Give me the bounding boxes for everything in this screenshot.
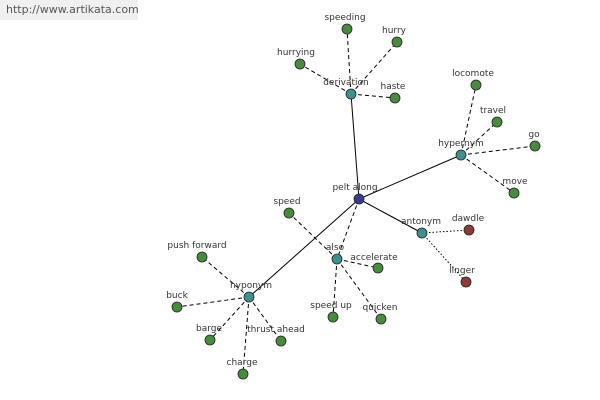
edge-also-speed-up: [332, 258, 338, 318]
edge-hypernym_top-locomote: [460, 84, 477, 156]
relation-node-also[interactable]: [331, 253, 343, 265]
edge-hypernym_top-move: [460, 154, 515, 194]
relation-label-derivation: derivation: [323, 78, 369, 88]
word-node-hurrying[interactable]: [294, 58, 306, 70]
word-label-speeding: speeding: [324, 13, 365, 23]
word-node-thrust-ahead[interactable]: [275, 335, 287, 347]
edges-layer: [176, 28, 536, 375]
word-node-move[interactable]: [508, 187, 520, 199]
word-label-push-forward: push forward: [167, 241, 226, 251]
word-label-barge: barge: [196, 324, 222, 334]
watermark-url: http://www.artikata.com: [0, 0, 139, 20]
word-node-haste[interactable]: [389, 92, 401, 104]
word-node-linger[interactable]: [460, 276, 472, 288]
word-label-locomote: locomote: [452, 69, 494, 79]
word-label-accelerate: accelerate: [350, 253, 398, 263]
word-node-speed[interactable]: [283, 207, 295, 219]
word-node-dawdle[interactable]: [463, 224, 475, 236]
word-node-speed-up[interactable]: [327, 311, 339, 323]
edge-hyponym-push-forward: [201, 256, 250, 298]
word-label-haste: haste: [381, 82, 406, 92]
word-node-accelerate[interactable]: [372, 262, 384, 274]
word-label-charge: charge: [227, 358, 258, 368]
edge-derivation-speeding: [346, 28, 352, 95]
edge-hypernym_top-travel: [460, 121, 498, 156]
edge-hyponym-charge: [242, 296, 250, 375]
edge-also-quicken: [336, 258, 382, 320]
labels-layer: derivation speeding hurry hurrying haste hype…: [166, 13, 540, 368]
edge-antonym-linger: [421, 232, 467, 283]
relation-label-hyponym: hyponym: [230, 281, 272, 291]
edge-antonym-dawdle: [421, 229, 470, 234]
edge-hyponym-barge: [209, 296, 250, 341]
relation-node-hypernym_top[interactable]: [455, 149, 467, 161]
edge-derivation-haste: [350, 93, 396, 99]
word-label-linger: linger: [449, 266, 475, 276]
word-node-locomote[interactable]: [470, 79, 482, 91]
relation-label-hypernym_top: hypernym: [438, 139, 484, 149]
edge-center-hyponym: [248, 198, 360, 298]
word-label-speed-up: speed up: [310, 301, 352, 311]
word-label-speed: speed: [273, 197, 300, 207]
edge-hyponym-buck: [176, 296, 250, 308]
word-node-push-forward[interactable]: [196, 251, 208, 263]
edge-center-also: [336, 198, 360, 260]
relation-node-antonym[interactable]: [416, 227, 428, 239]
word-label-hurrying: hurrying: [277, 48, 315, 58]
word-node-charge[interactable]: [237, 368, 249, 380]
word-label-go: go: [528, 130, 540, 140]
word-node-buck[interactable]: [171, 301, 183, 313]
edge-derivation-hurrying: [299, 63, 352, 95]
center-node-pelt-along[interactable]: [353, 193, 365, 205]
nodes-layer: [171, 23, 541, 380]
edge-hypernym_top-go: [460, 145, 536, 156]
word-node-barge[interactable]: [204, 334, 216, 346]
edge-center-hypernym_top: [358, 154, 462, 200]
word-label-buck: buck: [166, 291, 188, 301]
edge-center-antonym: [358, 198, 423, 234]
word-label-thrust-ahead: thrust ahead: [247, 325, 305, 335]
edge-derivation-hurry: [350, 41, 398, 95]
relation-node-hyponym[interactable]: [243, 291, 255, 303]
edge-center-derivation: [350, 93, 360, 200]
relation-label-also: also: [326, 243, 345, 253]
word-node-speeding[interactable]: [341, 23, 353, 35]
word-node-go[interactable]: [529, 140, 541, 152]
word-label-quicken: quicken: [363, 303, 398, 313]
edge-hyponym-thrust-ahead: [248, 296, 282, 342]
center-label: pelt along: [332, 183, 377, 193]
word-label-travel: travel: [480, 106, 506, 116]
word-node-quicken[interactable]: [375, 313, 387, 325]
word-label-hurry: hurry: [382, 26, 407, 36]
word-node-hurry[interactable]: [391, 36, 403, 48]
word-label-dawdle: dawdle: [452, 214, 485, 224]
relation-node-derivation[interactable]: [345, 88, 357, 100]
word-node-travel[interactable]: [491, 116, 503, 128]
word-label-move: move: [502, 177, 528, 187]
relation-label-antonym: antonym: [401, 217, 441, 227]
